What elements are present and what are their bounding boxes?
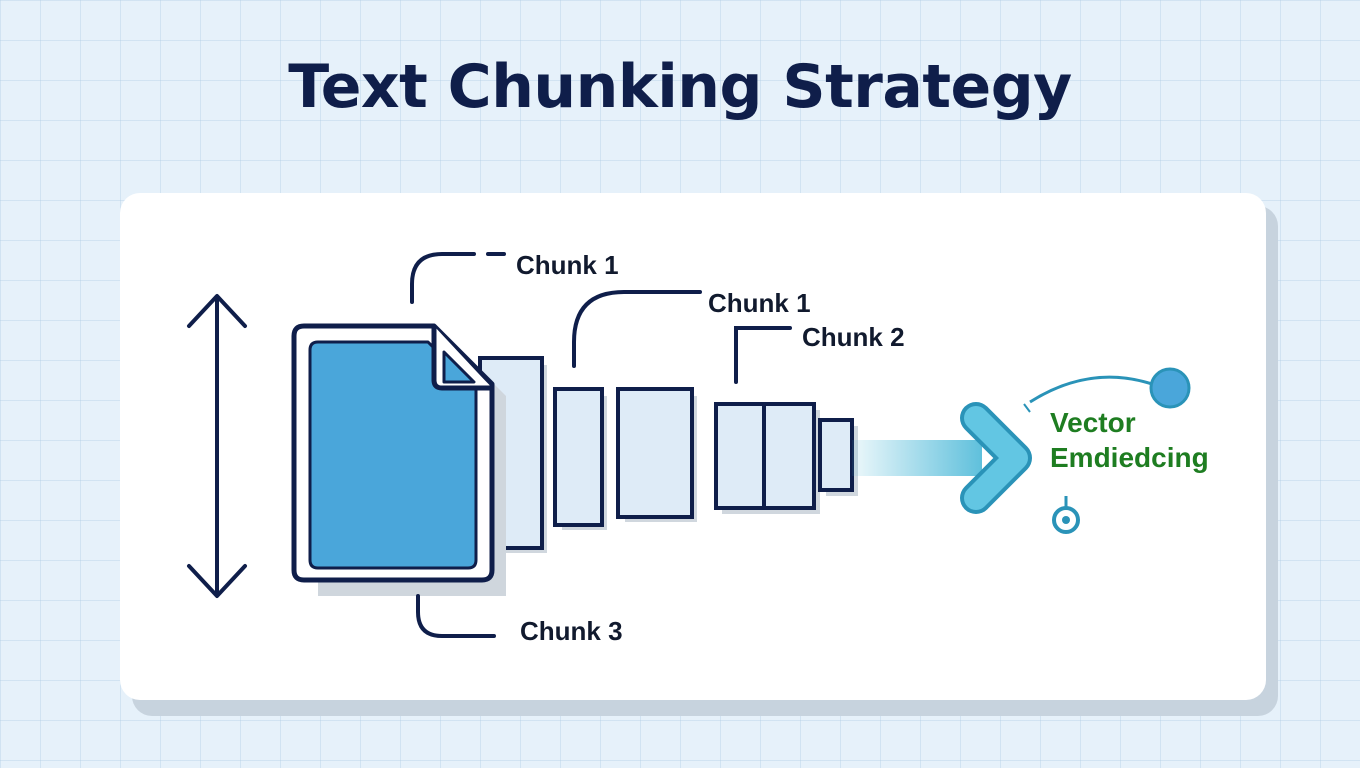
label-chunk-1-mid: Chunk 1 xyxy=(708,288,811,318)
label-chunk-2: Chunk 2 xyxy=(802,322,905,352)
node-icon xyxy=(1023,367,1191,413)
document-icon xyxy=(291,323,506,596)
right-arrow-icon xyxy=(960,402,1032,514)
flow-beam xyxy=(852,440,982,476)
chunk-piece xyxy=(762,402,816,510)
pin-icon xyxy=(1052,496,1080,534)
chunk-stack xyxy=(478,356,858,553)
callout-lines xyxy=(410,252,792,638)
label-vector: Vector xyxy=(1050,407,1136,438)
vertical-double-arrow-icon xyxy=(187,294,247,598)
chunk-piece xyxy=(714,402,766,510)
chunk-piece xyxy=(553,387,604,527)
label-chunk-1-top: Chunk 1 xyxy=(516,250,619,280)
label-chunk-3: Chunk 3 xyxy=(520,616,623,646)
label-embedding: Emdiedcing xyxy=(1050,442,1209,473)
page-title: Text Chunking Strategy xyxy=(288,52,1072,122)
chunk-piece xyxy=(616,387,694,519)
chunk-piece xyxy=(818,418,854,492)
